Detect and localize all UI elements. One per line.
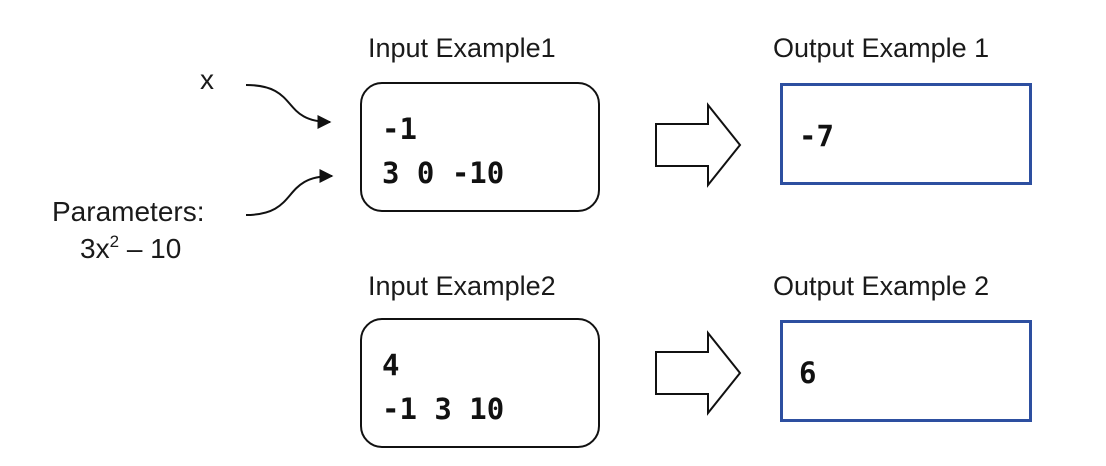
output-example-2-title: Output Example 2 xyxy=(773,271,990,301)
output-example-2-box: 6 xyxy=(780,320,1032,422)
formula-rest: – 10 xyxy=(119,233,182,264)
input-example-1-title: Input Example1 xyxy=(368,33,556,63)
input-example-1-line-2: 3 0 -10 xyxy=(382,156,505,190)
right-outline-arrow-icon xyxy=(655,330,742,416)
parameters-label: Parameters: xyxy=(52,196,205,227)
output-example-2-value: 6 xyxy=(799,356,817,390)
input-example-2-box: 4 -1 3 10 xyxy=(360,318,600,448)
right-outline-arrow-icon xyxy=(655,102,742,188)
input-example-2-line-2: -1 3 10 xyxy=(382,392,505,426)
formula-label: 3x2 – 10 xyxy=(80,232,181,265)
output-example-1-title: Output Example 1 xyxy=(773,33,990,63)
x-curved-arrow-icon xyxy=(245,84,332,129)
x-label: x xyxy=(200,64,214,95)
output-example-1-box: -7 xyxy=(780,83,1032,185)
input-example-1-line-1: -1 xyxy=(382,112,417,146)
input-example-1-box: -1 3 0 -10 xyxy=(360,82,600,212)
formula-exponent: 2 xyxy=(109,232,120,251)
input-example-2-line-1: 4 xyxy=(382,348,400,382)
input-example-2-title: Input Example2 xyxy=(368,271,556,301)
output-example-1-value: -7 xyxy=(799,119,834,153)
formula-base: 3x xyxy=(80,233,110,264)
parameters-curved-arrow-icon xyxy=(245,169,334,216)
